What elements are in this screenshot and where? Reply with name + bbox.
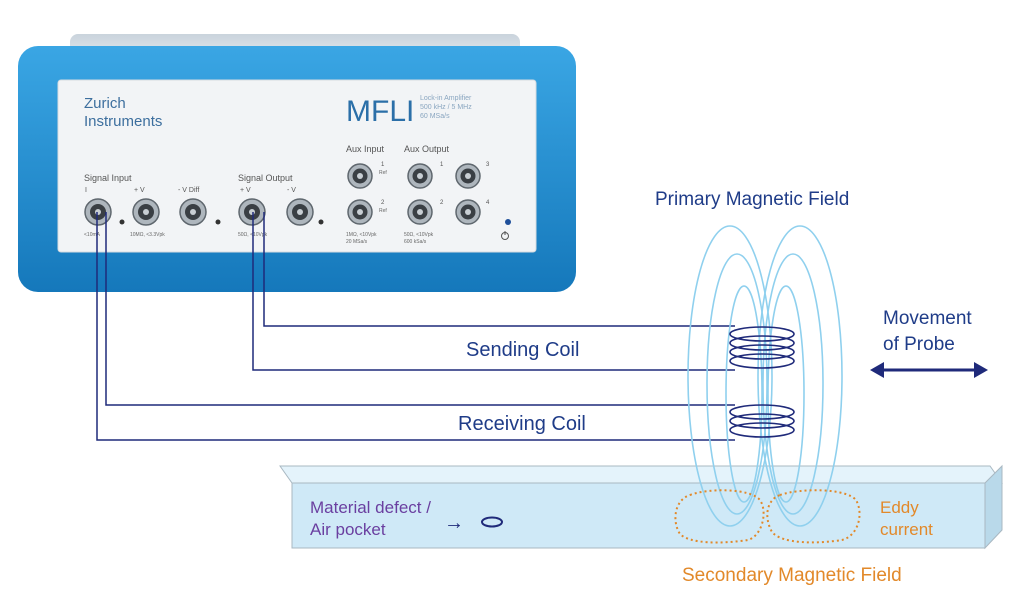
- aux-output-n3: 3: [486, 162, 490, 168]
- specimen-front-face: [291, 482, 986, 549]
- brand-line1: Zurich: [84, 95, 126, 112]
- sending-coil-wire-top: [263, 212, 735, 327]
- signal-input-spec-v: 10MΩ, <3.3Vpk: [130, 232, 165, 238]
- aux-output-n1: 1: [440, 162, 444, 168]
- power-led: [505, 219, 511, 225]
- aux-input-spec1: 1MΩ, <10Vpk: [346, 232, 377, 238]
- eddy-current-loops: [674, 489, 861, 544]
- receiving-coil-wire-bottom: [96, 212, 735, 441]
- model-name: MFLI: [346, 95, 414, 128]
- spec-line2: 500 kHz / 5 MHz: [420, 104, 472, 111]
- movement-arrow: [870, 362, 988, 378]
- receiving-coil-wire-top: [105, 212, 735, 406]
- aux-output-n2: 2: [440, 200, 444, 206]
- power-icon[interactable]: [501, 231, 509, 240]
- aux-input-n2: 2: [381, 200, 385, 206]
- bnc-signal-output-neg[interactable]: [286, 198, 314, 226]
- specimen-top-face: [279, 465, 1003, 484]
- bnc-aux-output-1[interactable]: [407, 163, 433, 189]
- bnc-signal-input-i[interactable]: [84, 198, 112, 226]
- sending-coil: [729, 326, 795, 369]
- lock-in-amplifier: Zurich Instruments MFLI Lock-in Amplifie…: [18, 34, 576, 292]
- signal-input-title: Signal Input: [84, 173, 132, 183]
- primary-field-label: Primary Magnetic Field: [655, 189, 849, 210]
- movement-label-line2: of Probe: [883, 334, 955, 355]
- aux-input-n1: 1: [381, 162, 385, 168]
- signal-output-title: Signal Output: [238, 173, 293, 183]
- aux-input-ref1: Ref: [379, 170, 387, 176]
- bnc-aux-output-2[interactable]: [407, 199, 433, 225]
- primary-magnetic-field-loops: [687, 225, 843, 527]
- brand-line2: Instruments: [84, 113, 162, 130]
- defect-air-pocket: [481, 516, 503, 528]
- spec-line3: 60 MSa/s: [420, 113, 450, 120]
- eddy-label-line2: current: [880, 520, 933, 539]
- bnc-aux-output-4[interactable]: [455, 199, 481, 225]
- receiving-coil-label: Receiving Coil: [458, 413, 586, 435]
- bnc-signal-input-v[interactable]: [132, 198, 160, 226]
- aux-output-n4: 4: [486, 200, 490, 206]
- movement-label-line1: Movement: [883, 308, 972, 329]
- status-led: [119, 219, 125, 225]
- bnc-connectors: [84, 163, 481, 226]
- signal-output-port-pos: + V: [240, 187, 251, 194]
- bnc-aux-input-2[interactable]: [347, 199, 373, 225]
- eddy-label-line1: Eddy: [880, 498, 919, 517]
- status-led: [215, 219, 221, 225]
- aux-output-spec1: 50Ω, <10Vpk: [404, 232, 434, 238]
- defect-arrow-icon: →: [444, 512, 464, 534]
- signal-input-port-v: + V: [134, 187, 145, 194]
- bnc-signal-output-pos[interactable]: [238, 198, 266, 226]
- specimen-bar: [279, 464, 1003, 550]
- signal-input-port-vdiff: - V Diff: [178, 187, 199, 194]
- sending-coil-label: Sending Coil: [466, 339, 579, 361]
- spec-line1: Lock-in Amplifier: [420, 95, 472, 102]
- aux-input-ref2: Ref: [379, 208, 387, 214]
- receiving-coil: [729, 404, 795, 438]
- aux-output-title: Aux Output: [404, 144, 450, 154]
- signal-input-port-i: I: [85, 187, 87, 194]
- status-led: [318, 219, 324, 225]
- defect-label-line1: Material defect /: [310, 498, 431, 517]
- signal-input-spec-i: <10mA: [84, 232, 101, 238]
- bnc-aux-input-1[interactable]: [347, 163, 373, 189]
- aux-output-spec2: 600 kSa/s: [404, 239, 427, 245]
- signal-output-port-neg: - V: [287, 187, 296, 194]
- bnc-aux-output-3[interactable]: [455, 163, 481, 189]
- aux-input-title: Aux Input: [346, 144, 385, 154]
- secondary-field-label: Secondary Magnetic Field: [682, 565, 902, 586]
- bnc-signal-input-vdiff[interactable]: [179, 198, 207, 226]
- aux-input-spec2: 20 MSa/s: [346, 239, 368, 245]
- sending-coil-wire-bottom: [252, 212, 735, 371]
- wires: [96, 212, 735, 441]
- defect-label-line2: Air pocket: [310, 520, 386, 539]
